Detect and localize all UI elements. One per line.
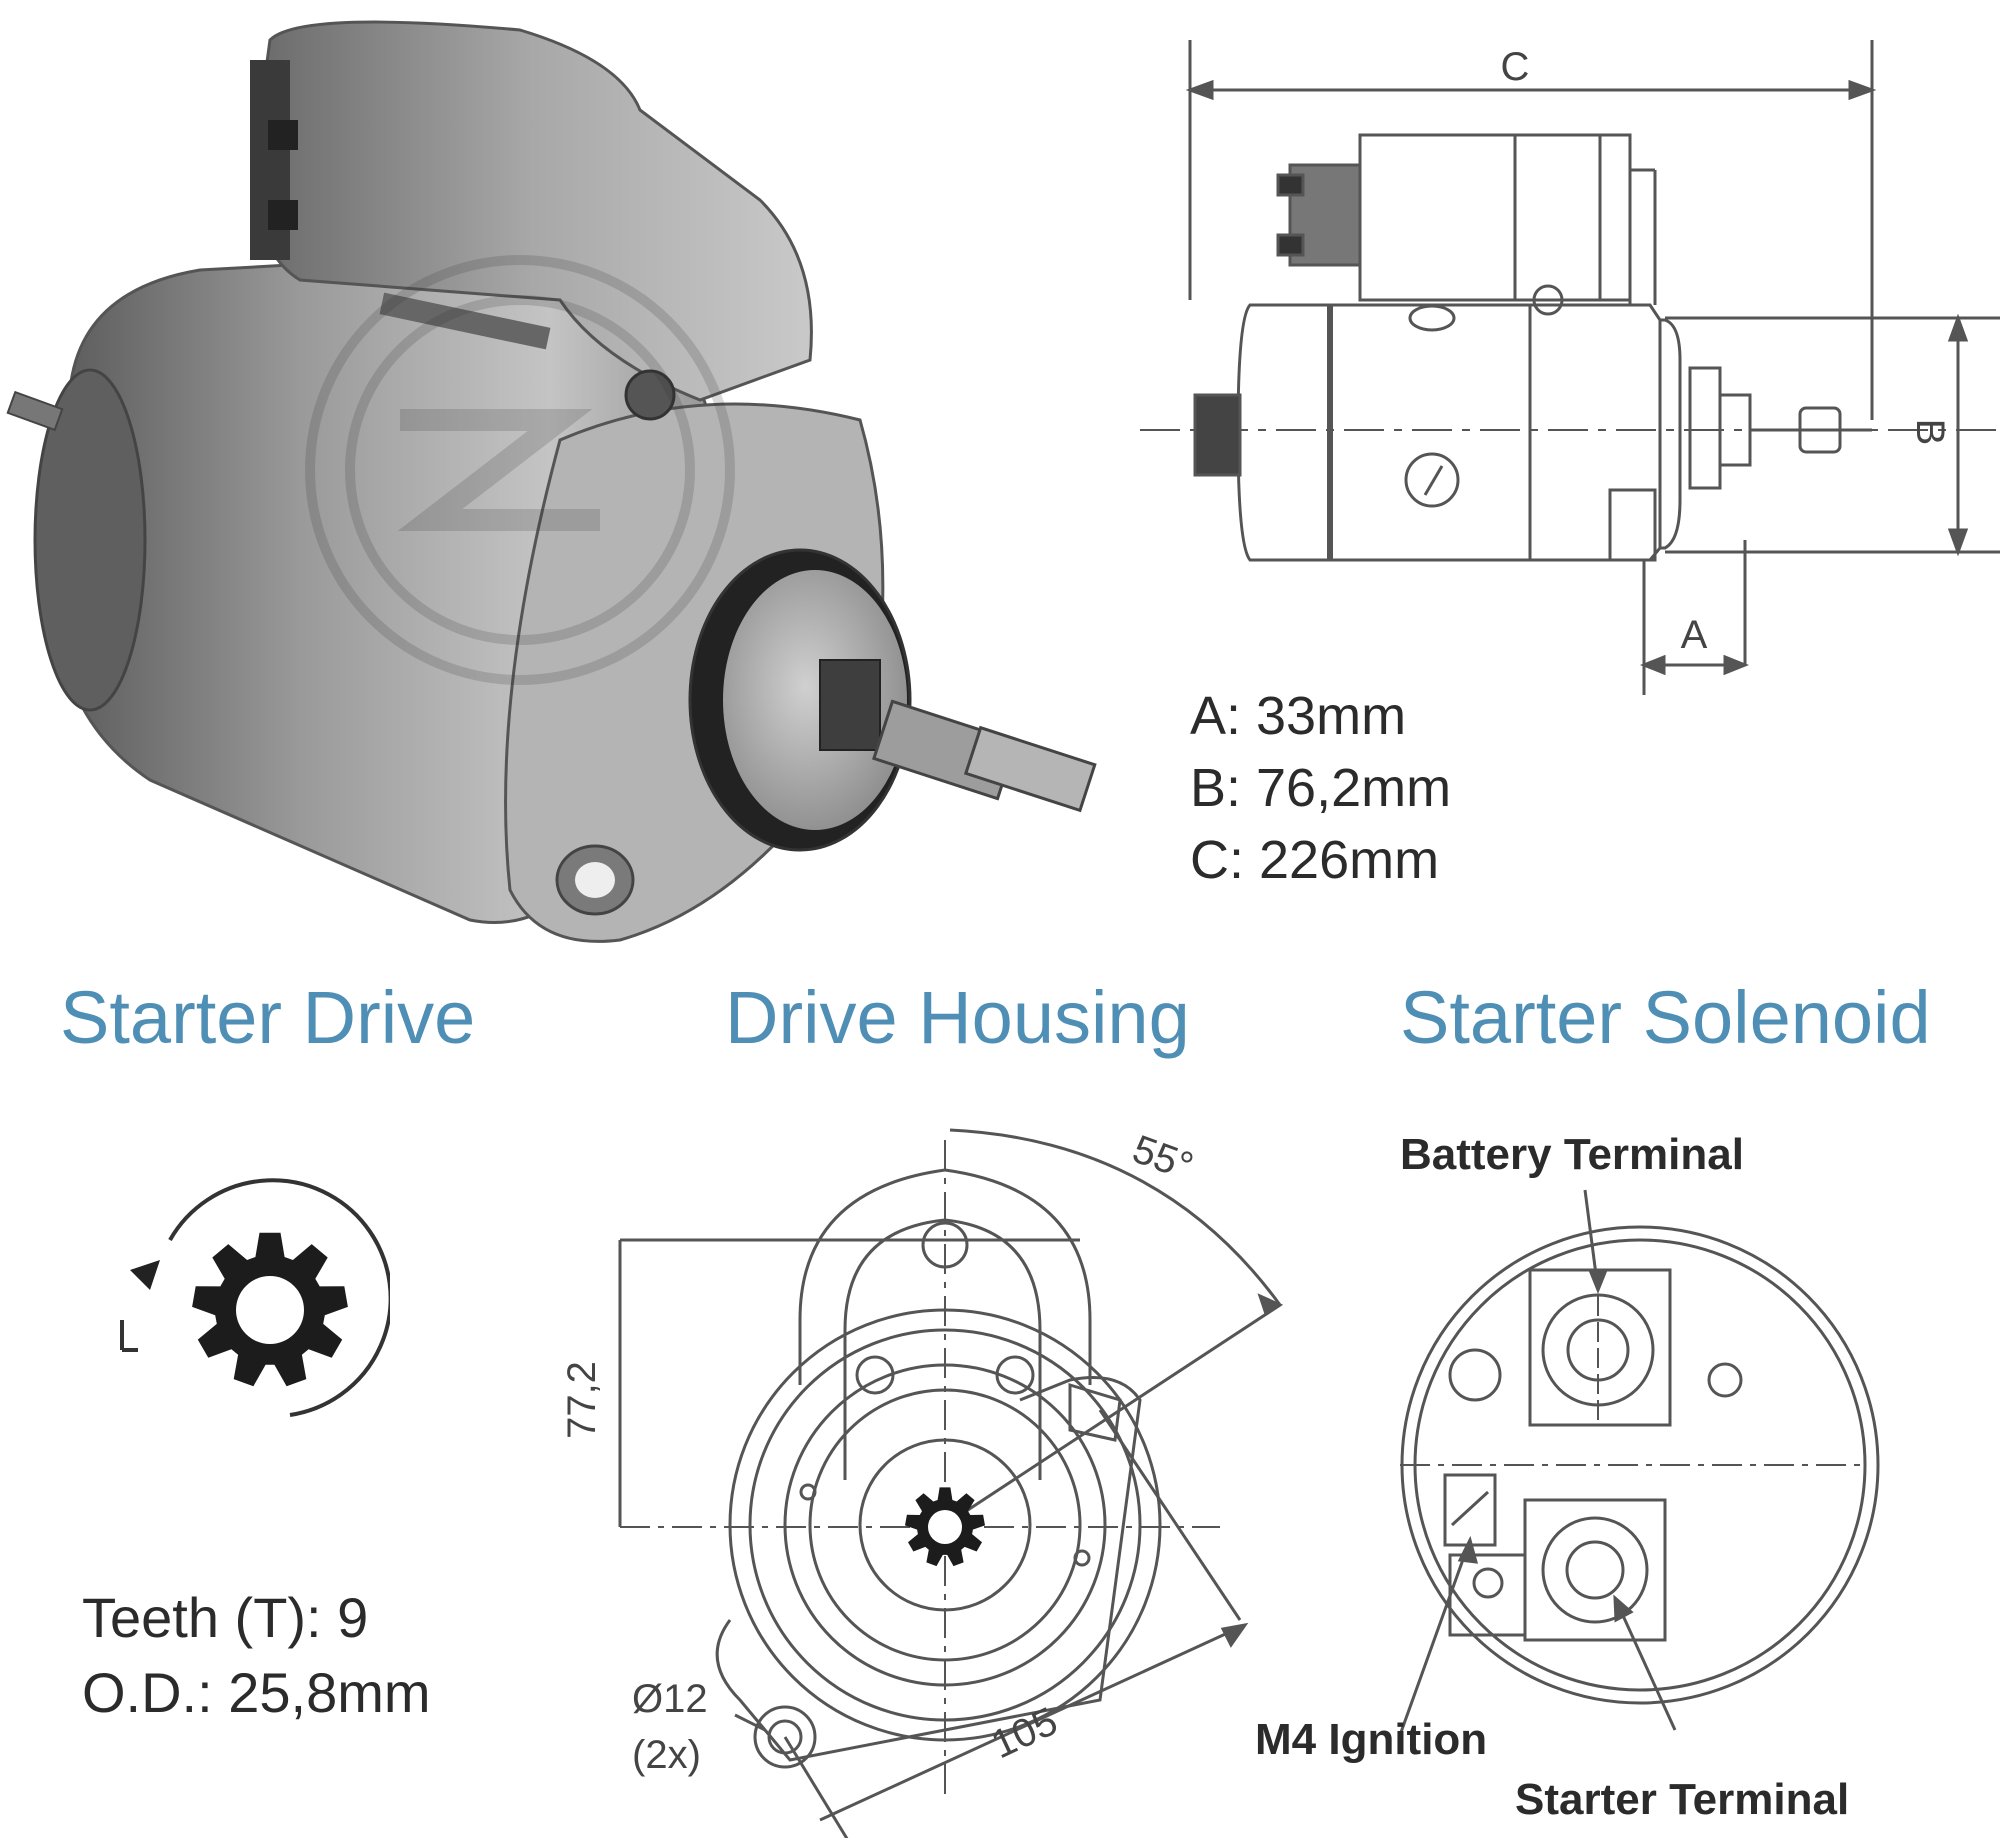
hole-count-label: (2x) <box>632 1733 701 1777</box>
solenoid-body <box>253 20 813 402</box>
starter-terminal-callout: Starter Terminal <box>1515 1775 1850 1824</box>
title-starter-solenoid: Starter Solenoid <box>1400 976 1931 1059</box>
title-starter-drive: Starter Drive <box>60 976 476 1059</box>
dimension-a-label: A <box>1681 613 1708 657</box>
drive-housing-drawing: 55° 77,2 Ø12 (2x) 105 <box>560 1127 1284 1838</box>
spec-b: B: 76,2mm <box>1190 758 1452 818</box>
solenoid-drawing <box>1398 1189 1880 1736</box>
pinion-9-teeth-icon <box>192 1232 348 1387</box>
hole-diameter-label: Ø12 <box>632 1677 708 1721</box>
rotation-arrow-icon <box>130 1260 160 1290</box>
dimension-drawing: C B A <box>1140 40 2000 695</box>
teeth-count-label: Teeth (T): 9 <box>82 1586 369 1649</box>
gear-bore <box>236 1276 304 1344</box>
height-label: 77,2 <box>560 1361 604 1439</box>
housing-pinion-icon <box>905 1487 985 1567</box>
starter-drive-gear <box>120 1178 390 1417</box>
spec-a: A: 33mm <box>1190 686 1407 746</box>
battery-terminal-callout: Battery Terminal <box>1400 1130 1744 1179</box>
pinion-gear <box>819 659 1097 813</box>
spec-list: A: 33mm B: 76,2mm C: 226mm <box>1190 680 1451 896</box>
ignition-callout: M4 Ignition <box>1255 1715 1488 1764</box>
spec-c: C: 226mm <box>1190 830 1440 890</box>
gear-bore <box>928 1510 962 1544</box>
motor-end-cap <box>33 368 147 712</box>
dimension-c-label: C <box>1501 45 1530 89</box>
starter-motor-photo <box>6 20 1097 943</box>
rotation-arc <box>168 1178 390 1417</box>
title-drive-housing: Drive Housing <box>725 976 1190 1059</box>
dimension-b-label: B <box>1908 419 1952 446</box>
outer-diameter-label: O.D.: 25,8mm <box>82 1661 431 1724</box>
watermark-logo <box>305 255 735 685</box>
